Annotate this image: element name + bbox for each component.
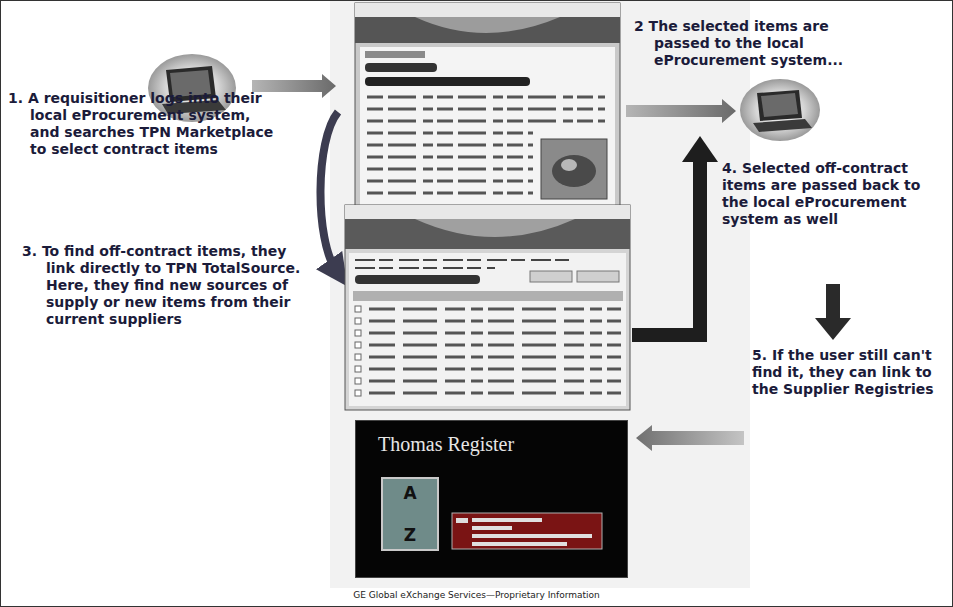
illustration-part (365, 63, 437, 72)
illustration-part (349, 253, 626, 406)
illustration-part (415, 17, 560, 33)
list-line (472, 526, 512, 530)
illustration-part (367, 96, 605, 99)
step-text: 1. A requisitioner logs into their local… (8, 90, 276, 158)
illustration-part (355, 354, 361, 360)
illustration-part (355, 267, 495, 269)
illustration-part (552, 155, 596, 187)
marketplace-screenshot (355, 3, 620, 215)
illustration-part (369, 332, 621, 335)
illustration-part (345, 219, 630, 249)
index-letter: Z (404, 525, 416, 545)
illustration-part (355, 259, 575, 261)
result-list (452, 513, 602, 549)
illustration-part (355, 3, 620, 17)
step-text: 3. To find off-contract items, they link… (22, 243, 314, 328)
curved-arrow (320, 112, 338, 270)
halftone-ground (330, 0, 750, 588)
illustration-part (367, 180, 533, 183)
computer-icon (740, 79, 820, 141)
illustration-part (345, 205, 630, 410)
illustration-part (367, 108, 605, 111)
illustration-part (355, 260, 575, 268)
illustration-part (369, 392, 621, 395)
step-text: 5. If the user still can't find it, they… (752, 347, 948, 398)
illustration-part (369, 368, 621, 371)
illustration-part (369, 308, 621, 311)
illustration-part (367, 132, 533, 135)
index-panel: AZ (381, 477, 439, 551)
illustration-part (367, 120, 605, 123)
illustration-part (355, 275, 480, 284)
illustration-part (369, 380, 621, 383)
totalsource-screenshot (345, 205, 630, 410)
illustration-part (577, 271, 619, 282)
illustration-part (355, 306, 361, 396)
arrow-head (682, 136, 718, 162)
index-letter: A (403, 483, 416, 503)
illustration-part (355, 342, 361, 348)
illustration-part (367, 168, 533, 171)
step-text: 2 The selected items are passed to the l… (634, 18, 876, 69)
illustration-part (561, 159, 577, 171)
illustration-part (530, 271, 572, 282)
illustration-part (355, 17, 620, 43)
illustration-part (355, 306, 361, 312)
illustration-part (753, 119, 812, 132)
footer-note: GE Global eXchange Services—Proprietary … (0, 589, 953, 601)
illustration-part (367, 156, 533, 159)
list-line (472, 518, 542, 522)
list-line (472, 534, 592, 538)
illustration-part (355, 318, 361, 324)
illustration-part (355, 3, 620, 215)
illustration-part (365, 51, 425, 58)
illustration-part (757, 90, 802, 121)
step-text: 4. Selected off-contract items are passe… (722, 160, 927, 228)
illustration-part (355, 378, 361, 384)
illustration-part (360, 47, 615, 210)
down-arrow (826, 284, 840, 320)
flow-arrow (626, 99, 736, 123)
screen-title: Thomas Register (378, 433, 514, 456)
list-bullet (456, 518, 468, 523)
illustration-part (353, 291, 623, 301)
illustration-part (369, 344, 621, 347)
illustration-part (355, 330, 361, 336)
flow-arrow (636, 425, 744, 451)
return-arrow (632, 160, 700, 335)
arrow-head (815, 318, 851, 340)
flow-arrow (252, 74, 336, 98)
illustration-part (369, 356, 621, 359)
illustration-part (541, 139, 607, 199)
illustration-part (415, 219, 575, 237)
illustration-part (367, 144, 533, 147)
illustration-part (369, 309, 621, 393)
registry-screen: Thomas RegisterAZ (355, 420, 628, 578)
illustration-part (345, 205, 630, 219)
illustration-part (761, 93, 798, 117)
illustration-part (740, 79, 820, 141)
illustration-part (355, 390, 361, 396)
list-line (472, 542, 567, 546)
illustration-part (365, 77, 530, 86)
illustration-part (367, 192, 533, 195)
illustration-part (355, 366, 361, 372)
illustration-part (369, 320, 621, 323)
